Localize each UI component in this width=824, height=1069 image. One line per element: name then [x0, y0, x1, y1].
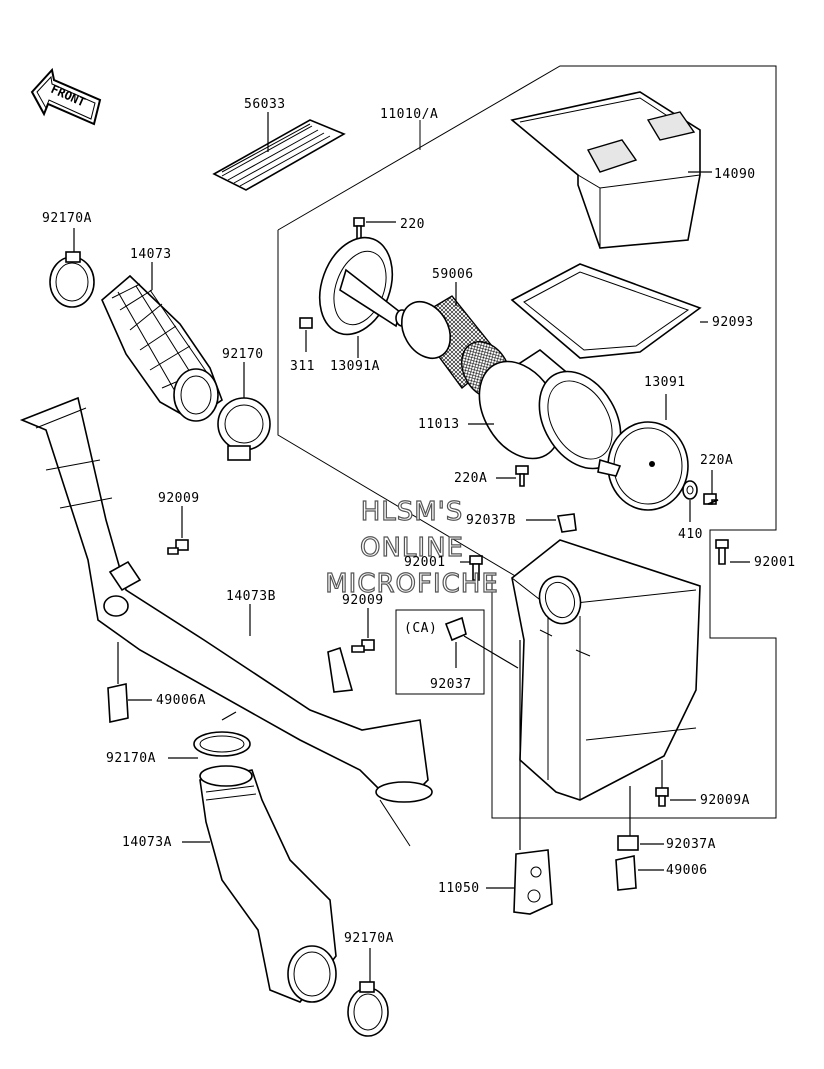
- part-92009-screw-top: [167, 506, 189, 555]
- callout-49006A: 49006A: [156, 693, 206, 708]
- part-11010A-air-box: [511, 539, 701, 801]
- callout-13091: 13091: [644, 375, 686, 390]
- part-92093-gasket: [510, 263, 708, 359]
- part-92170A-clamp-top: [49, 228, 95, 308]
- part-92037A-clip: [617, 786, 664, 851]
- callout-13091A: 13091A: [330, 359, 380, 374]
- callout-92001-right: 92001: [754, 555, 796, 570]
- watermark-line-3: MICROFICHE: [325, 569, 499, 599]
- part-410-washer: [682, 480, 698, 522]
- watermark-line-2: ONLINE: [360, 533, 464, 563]
- callout-92037A: 92037A: [666, 837, 716, 852]
- callout-92037: 92037: [430, 677, 472, 692]
- part-220A-screw-left: [496, 465, 529, 487]
- callout-56033: 56033: [244, 97, 286, 112]
- callout-14073A: 14073A: [122, 835, 172, 850]
- callout-11013: 11013: [418, 417, 460, 432]
- part-311-bolt: [299, 317, 313, 352]
- callout-59006: 59006: [432, 267, 474, 282]
- part-220A-screw-right: [703, 470, 719, 505]
- callout-14073: 14073: [130, 247, 172, 262]
- part-92001-bolt-mid: [460, 555, 483, 581]
- callout-92170: 92170: [222, 347, 264, 362]
- callout-92037B: 92037B: [466, 513, 516, 528]
- part-92001-bolt-right: [715, 539, 750, 565]
- callout-92001-mid: 92001: [404, 555, 446, 570]
- part-14090-air-box-lid: [510, 91, 712, 249]
- part-92170A-clamp-mid: [168, 711, 251, 759]
- part-56033-sheet: [212, 112, 346, 191]
- callout-311: 311: [290, 359, 315, 374]
- callout-92170A-mid: 92170A: [106, 751, 156, 766]
- part-14073A-duct: [182, 765, 337, 1003]
- part-11013-filter-element: [468, 349, 622, 470]
- part-92009A-screw: [655, 760, 696, 807]
- part-92170-clamp: [217, 362, 271, 461]
- callout-220A-left: 220A: [454, 471, 487, 486]
- callout-220: 220: [400, 217, 425, 232]
- callout-220A-right: 220A: [700, 453, 733, 468]
- part-14073B-duct: [19, 396, 433, 847]
- part-11050-bracket: [486, 640, 553, 915]
- part-92037B-clip: [526, 513, 577, 533]
- callout-14090: 14090: [714, 167, 756, 182]
- part-13091-filter-cover: [597, 394, 689, 511]
- part-92170A-clamp-bottom: [347, 948, 389, 1037]
- part-13091A-filter-cover: [318, 236, 409, 358]
- callout-92009-top: 92009: [158, 491, 200, 506]
- front-arrow-icon: FRONT: [30, 67, 102, 126]
- callout-92009A: 92009A: [700, 793, 750, 808]
- callout-92093: 92093: [712, 315, 754, 330]
- assembly-frame: [277, 65, 777, 819]
- callout-11050: 11050: [438, 881, 480, 896]
- part-92009-screw-mid: [351, 608, 375, 653]
- ca-inset-box: [395, 609, 519, 695]
- callout-labels: 56033 11010/A 14090 92170A 14073 220 590…: [42, 97, 796, 946]
- part-49006-cap: [615, 855, 664, 891]
- part-49006A-cap: [107, 642, 152, 723]
- callout-ca: (CA): [404, 621, 437, 636]
- watermark: HLSM'S ONLINE MICROFICHE: [325, 496, 499, 599]
- callout-410: 410: [678, 527, 703, 542]
- watermark-line-1: HLSM'S: [361, 497, 464, 527]
- callout-92170A-top: 92170A: [42, 211, 92, 226]
- callout-49006: 49006: [666, 863, 708, 878]
- callout-92170A-bottom: 92170A: [344, 931, 394, 946]
- callout-14073B: 14073B: [226, 589, 276, 604]
- callout-11010A: 11010/A: [380, 107, 438, 122]
- callout-92009-mid: 92009: [342, 593, 384, 608]
- part-14073-intake-boot: [101, 262, 223, 422]
